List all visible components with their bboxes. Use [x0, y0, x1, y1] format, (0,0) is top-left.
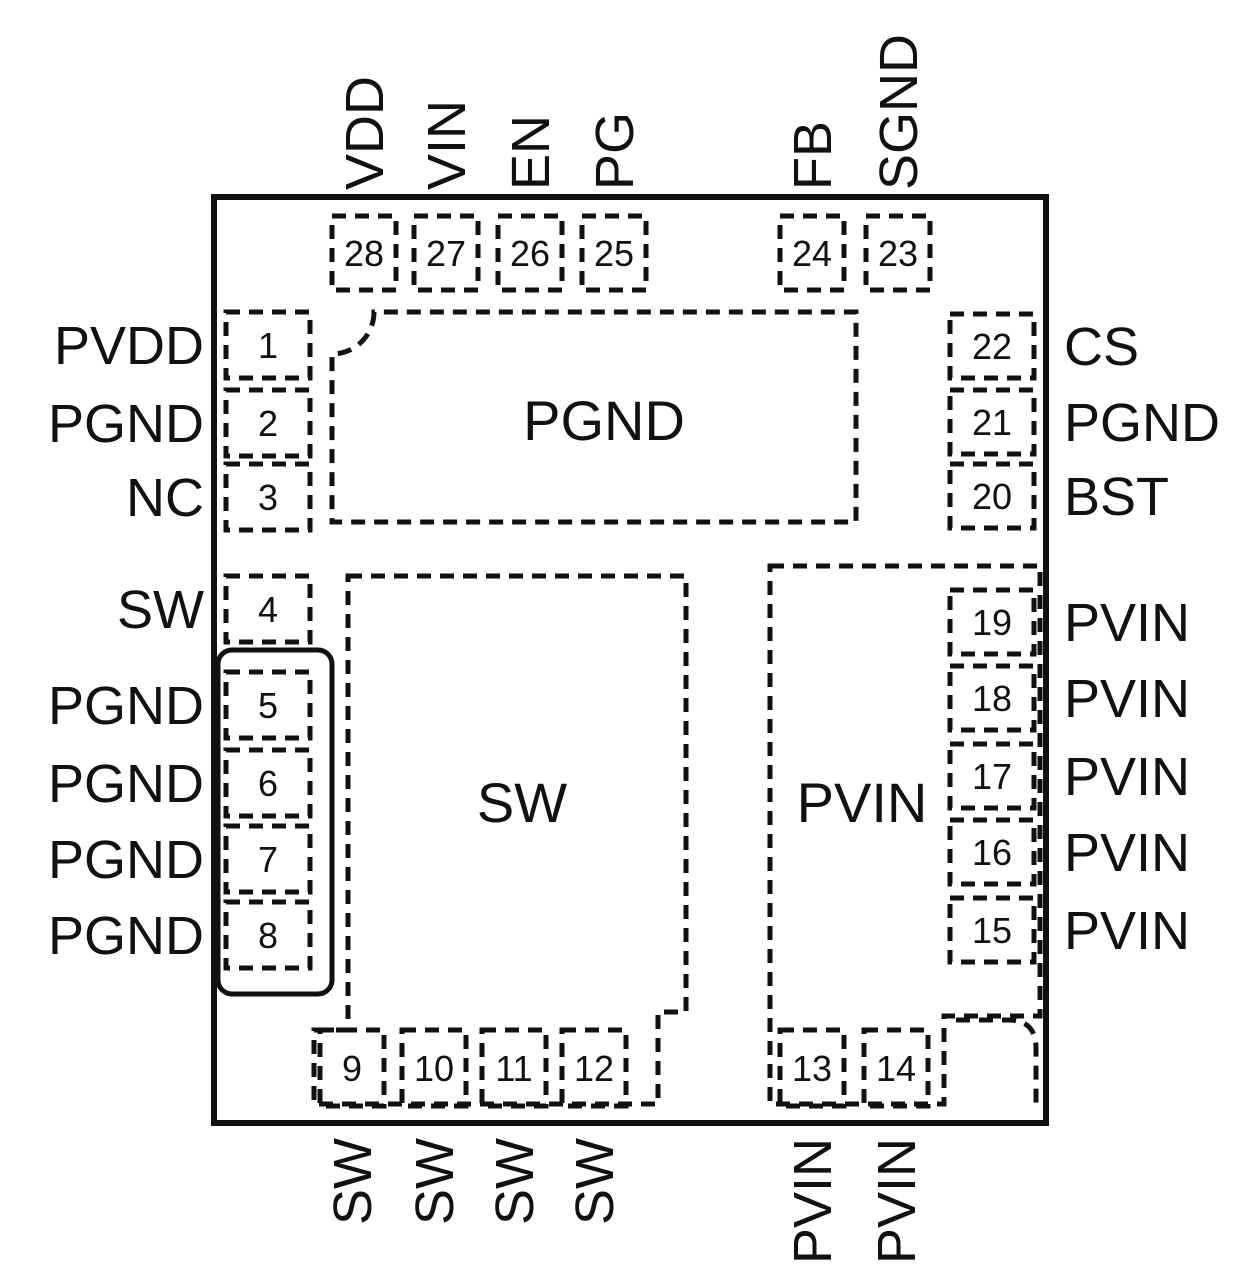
- pvin-pad-outline: [767, 563, 1043, 1107]
- pin-23-number: 23: [878, 233, 918, 274]
- pin-26-label: EN: [501, 115, 561, 190]
- pin-25-label: PG: [585, 112, 645, 190]
- pin-2-number: 2: [258, 403, 278, 444]
- pin-11-label: SW: [485, 1138, 545, 1225]
- pin-27-number: 27: [426, 233, 466, 274]
- pin-19-number: 19: [972, 602, 1012, 643]
- pin-25-pad: [579, 213, 649, 293]
- pin-4-number: 4: [258, 589, 278, 630]
- pin-8-label: PGND: [48, 906, 204, 966]
- pin-12-pad: [559, 1027, 629, 1109]
- pin-4-pad: [223, 573, 313, 645]
- pin-5-number: 5: [258, 685, 278, 726]
- pin-13-label: PVIN: [783, 1138, 843, 1264]
- pin-9-number: 9: [342, 1048, 362, 1089]
- pin-4-label: SW: [117, 580, 204, 640]
- pin-19-pad: [947, 587, 1037, 657]
- pin-9-pad: [317, 1027, 387, 1109]
- pin-17-number: 17: [972, 756, 1012, 797]
- pin-24-pad: [777, 213, 847, 293]
- package-outline: [211, 194, 1049, 1126]
- pin-6-pad: [223, 747, 313, 819]
- pin-13-number: 13: [792, 1048, 832, 1089]
- pin-10-number: 10: [414, 1048, 454, 1089]
- pin-16-pad: [947, 817, 1037, 887]
- pin-12-label: SW: [565, 1138, 625, 1225]
- pin-7-label: PGND: [48, 830, 204, 890]
- pin-28-number: 28: [344, 233, 384, 274]
- pgnd-pad-label: PGND: [523, 389, 685, 452]
- pin-1-number: 1: [258, 325, 278, 366]
- pin-18-pad: [947, 663, 1037, 733]
- pin-9-label: SW: [323, 1138, 383, 1225]
- pin-20-pad: [947, 461, 1037, 531]
- pin-12-number: 12: [574, 1048, 614, 1089]
- pgnd-group-outline: [215, 647, 335, 997]
- pin-23-pad: [863, 213, 933, 293]
- pin-11-pad: [479, 1027, 549, 1109]
- pin-10-label: SW: [405, 1138, 465, 1225]
- pin-21-number: 21: [972, 402, 1012, 443]
- pin-15-number: 15: [972, 910, 1012, 951]
- pin-16-label: PVIN: [1064, 823, 1190, 883]
- pin-5-label: PGND: [48, 676, 204, 736]
- pin-2-label: PGND: [48, 394, 204, 454]
- pin-21-pad: [947, 387, 1037, 457]
- pin-24-number: 24: [792, 233, 832, 274]
- pin-1-pad: [223, 309, 313, 381]
- pin-13-pad: [777, 1027, 847, 1109]
- pvin-pad-label: PVIN: [797, 771, 928, 834]
- pin-7-number: 7: [258, 839, 278, 880]
- pin-7-pad: [223, 823, 313, 895]
- pin-28-pad: [329, 213, 399, 293]
- sw-pad-outline: [311, 573, 689, 1107]
- pin-21-label: PGND: [1064, 393, 1220, 453]
- pin-18-number: 18: [972, 678, 1012, 719]
- pin-10-pad: [399, 1027, 469, 1109]
- pin-24-label: FB: [783, 121, 843, 190]
- pin-3-label: NC: [126, 468, 204, 528]
- corner-pad-trace: [956, 1017, 1039, 1104]
- pin-11-number: 11: [495, 1048, 532, 1089]
- pgnd-pad-outline: [329, 309, 859, 525]
- pin-14-number: 14: [876, 1048, 916, 1089]
- pin-23-label: SGND: [869, 34, 929, 190]
- pin-8-pad: [223, 899, 313, 971]
- pin-17-pad: [947, 741, 1037, 811]
- pin-6-number: 6: [258, 763, 278, 804]
- pin-14-label: PVIN: [867, 1138, 927, 1264]
- pin-17-label: PVIN: [1064, 747, 1190, 807]
- pin-3-pad: [223, 461, 313, 533]
- pin-27-pad: [411, 213, 481, 293]
- pin-22-number: 22: [972, 326, 1012, 367]
- pin-6-label: PGND: [48, 754, 204, 814]
- pin-8-number: 8: [258, 915, 278, 956]
- pin-18-label: PVIN: [1064, 669, 1190, 729]
- pin-19-label: PVIN: [1064, 593, 1190, 653]
- pin-28-label: VDD: [335, 76, 395, 190]
- pin-16-number: 16: [972, 832, 1012, 873]
- pin-2-pad: [223, 387, 313, 459]
- pin-26-pad: [495, 213, 565, 293]
- pin-22-label: CS: [1064, 317, 1139, 377]
- pin-25-number: 25: [594, 233, 634, 274]
- pin-5-pad: [223, 669, 313, 741]
- pin-26-number: 26: [510, 233, 550, 274]
- pin-22-pad: [947, 311, 1037, 381]
- pin-14-pad: [861, 1027, 931, 1109]
- pin-20-number: 20: [972, 476, 1012, 517]
- sw-pad-label: SW: [477, 771, 567, 834]
- pin-15-label: PVIN: [1064, 901, 1190, 961]
- pin-15-pad: [947, 895, 1037, 965]
- pin-1-label: PVDD: [54, 316, 204, 376]
- pin-20-label: BST: [1064, 467, 1169, 527]
- pin-27-label: VIN: [417, 100, 477, 190]
- pin-3-number: 3: [258, 477, 278, 518]
